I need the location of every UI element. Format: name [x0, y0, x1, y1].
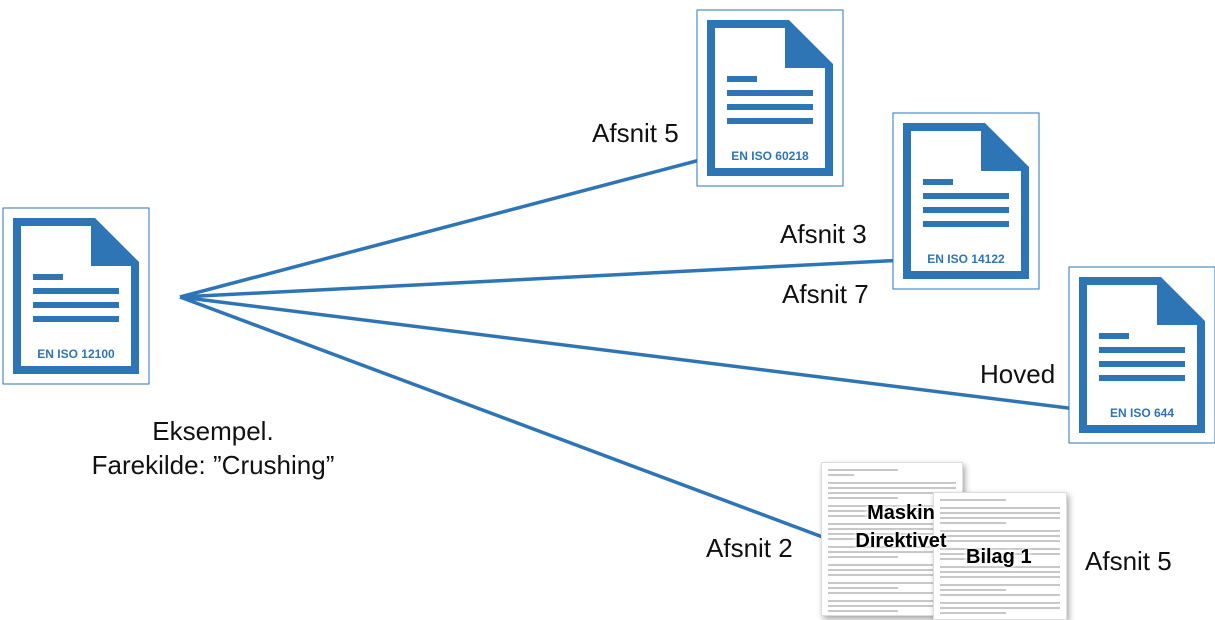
caption-line-2: Farekilde: ”Crushing” — [91, 450, 335, 480]
bilag-paper — [933, 492, 1067, 620]
paper-text-lines — [828, 469, 956, 612]
document-icon-iso-14122: EN ISO 14122 — [892, 112, 1040, 290]
document-label-iso-14122: EN ISO 14122 — [927, 252, 1005, 266]
document-icon-iso-12100: EN ISO 12100 — [2, 207, 150, 385]
connector-to-14122 — [179, 258, 906, 299]
connector-to-maskindirektivet — [179, 295, 853, 550]
bilag-title: Bilag 1 — [966, 546, 1032, 568]
paper-text-lines — [940, 499, 1060, 614]
section-label-bilag: Afsnit 5 — [1085, 546, 1172, 576]
section-label-maskin: Afsnit 2 — [706, 533, 793, 563]
connector-lines — [179, 158, 1101, 550]
connector-to-644 — [179, 295, 1101, 414]
document-icon-iso-644: EN ISO 644 — [1068, 266, 1215, 444]
document-label-iso-644: EN ISO 644 — [1110, 406, 1174, 420]
maskindirektivet-title: Maskin Direktivet — [838, 501, 964, 553]
section-label-644: Hoved — [980, 359, 1056, 389]
caption-line-1: Eksempel. — [152, 416, 274, 446]
section-label-14122-a: Afsnit 3 — [780, 219, 867, 249]
maskindirektivet-title-line-1: Maskin — [867, 502, 935, 524]
document-icon-iso-60218: EN ISO 60218 — [696, 9, 844, 187]
example-caption: Eksempel. Farekilde: ”Crushing” — [58, 414, 368, 482]
section-label-14122-b: Afsnit 7 — [782, 279, 869, 309]
document-label-iso-60218: EN ISO 60218 — [731, 149, 809, 163]
maskindirektivet-title-line-2: Direktivet — [855, 530, 947, 552]
document-label-iso-12100: EN ISO 12100 — [37, 347, 115, 361]
section-label-60218: Afsnit 5 — [592, 118, 679, 148]
connector-to-60218 — [179, 158, 701, 299]
